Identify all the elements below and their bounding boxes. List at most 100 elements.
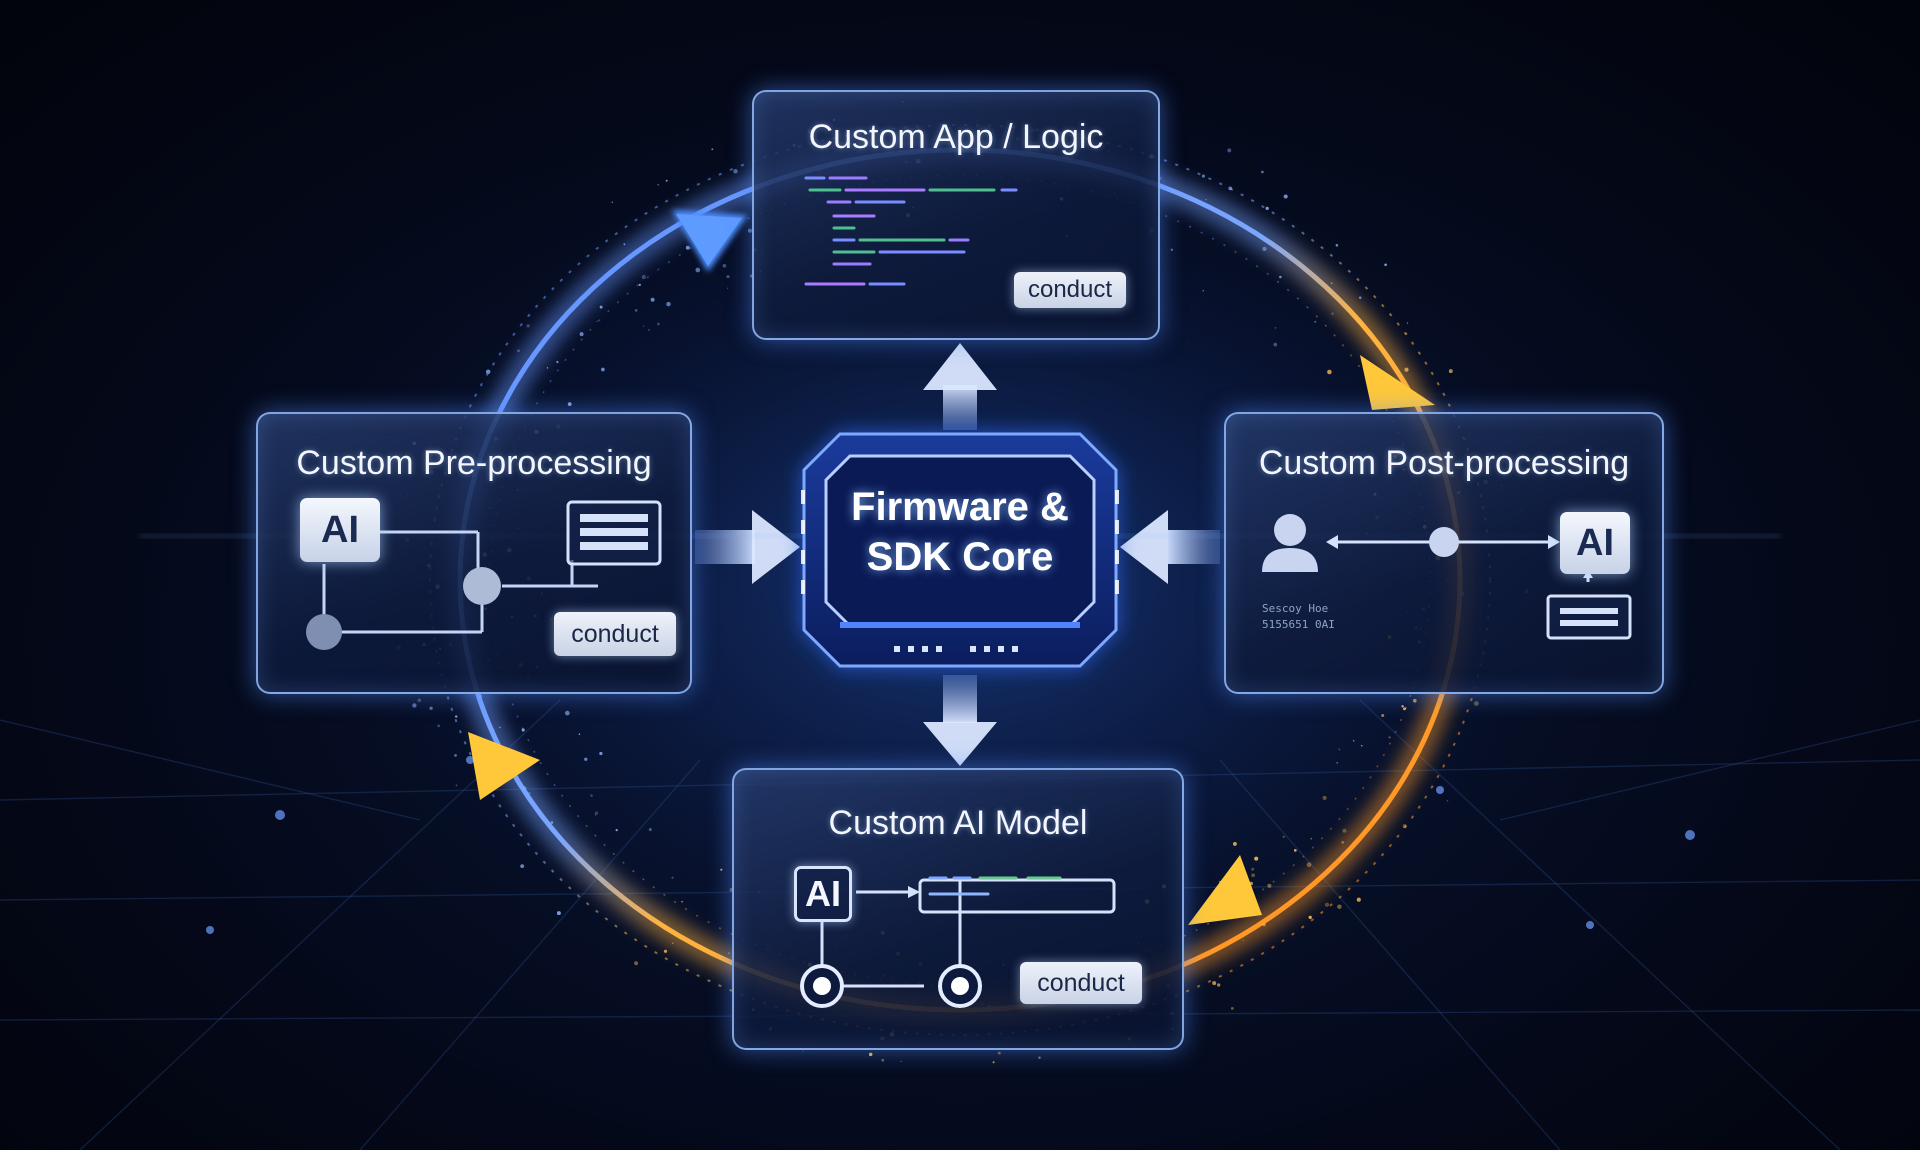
particle: [1381, 714, 1385, 717]
particle: [437, 724, 441, 728]
particle: [733, 169, 738, 174]
particle: [1402, 824, 1407, 829]
particle: [1327, 369, 1332, 375]
particle: [665, 179, 668, 182]
particle: [485, 369, 491, 374]
core-title-line1: Firmware &: [851, 485, 1069, 529]
particle: [1242, 939, 1244, 942]
particle: [1336, 762, 1339, 764]
grid-nodes: [206, 756, 1695, 934]
particle: [556, 360, 559, 364]
ai-badge: AI: [1560, 512, 1630, 574]
particle: [722, 263, 727, 268]
progress-bar-icon: [918, 878, 1116, 914]
particle: [992, 1061, 995, 1064]
particle: [1201, 174, 1205, 178]
particle: [1446, 800, 1449, 802]
particle: [615, 828, 618, 832]
particle: [1283, 250, 1287, 254]
particle: [1324, 902, 1330, 907]
particle: [1262, 246, 1267, 251]
ai-badge: AI: [300, 498, 380, 562]
particle: [1401, 705, 1404, 708]
pre-processing-graph: [306, 500, 662, 650]
particle: [521, 728, 525, 732]
ai-badge: AI: [794, 866, 852, 922]
panel-title: Custom Post-processing: [1258, 444, 1630, 482]
particle: [1202, 290, 1204, 292]
cycle-arrow-bottom-left-icon: [468, 732, 540, 800]
particle: [638, 283, 641, 287]
particle: [1267, 883, 1272, 888]
particle: [642, 325, 645, 327]
node-icon: [800, 964, 844, 1008]
particle: [641, 274, 646, 280]
firmware-sdk-core: Firmware & SDK Core: [800, 430, 1120, 670]
particle: [1356, 897, 1361, 902]
panel-title: Custom App / Logic: [808, 118, 1104, 156]
particle: [1251, 873, 1255, 878]
conduct-chip: conduct: [1014, 272, 1126, 308]
ai-model-panel: Custom AI Model: [732, 768, 1184, 1050]
particle: [671, 942, 674, 945]
particle: [695, 267, 701, 273]
particle: [477, 694, 483, 699]
core-title-line2: SDK Core: [866, 535, 1054, 579]
app-logic-panel: Custom App / Logic: [752, 90, 1160, 340]
particle: [1230, 1007, 1234, 1010]
particle: [1474, 701, 1479, 706]
particle: [802, 1050, 804, 1052]
particle: [1404, 367, 1409, 372]
post-processing-panel: Custom Post-processing AI Sescoy Hoe 515…: [1224, 412, 1664, 694]
particle: [711, 148, 714, 151]
particle: [596, 320, 598, 322]
particle: [1273, 342, 1278, 347]
panel-title: Custom AI Model: [828, 804, 1088, 842]
particle: [997, 1051, 1001, 1055]
user-icon: [1262, 514, 1318, 572]
chip-icon: [800, 430, 1120, 670]
particle: [1279, 275, 1282, 279]
cycle-arrow-top-right-icon: [1360, 355, 1435, 410]
particle: [671, 876, 674, 879]
particle: [720, 868, 723, 871]
particle: [601, 367, 605, 372]
particle: [1038, 1056, 1041, 1059]
particle: [584, 757, 588, 761]
particle: [881, 1058, 885, 1062]
particle: [1265, 206, 1269, 211]
particle: [1170, 248, 1174, 252]
particle: [564, 710, 570, 716]
node-icon: [463, 567, 501, 605]
particle: [623, 243, 626, 246]
particle: [455, 784, 458, 787]
particle: [648, 329, 650, 331]
particle: [1448, 369, 1453, 374]
particle: [556, 911, 561, 916]
post-processing-graph: [1262, 514, 1632, 640]
particle: [550, 821, 554, 824]
particle: [1338, 748, 1341, 751]
particle: [1228, 186, 1233, 191]
node-icon: [306, 614, 342, 650]
particle: [454, 715, 458, 718]
particle: [522, 786, 527, 790]
caption-line: 5155651 0AI: [1262, 618, 1335, 631]
particle: [657, 322, 660, 326]
particle: [528, 792, 531, 795]
particle: [499, 726, 501, 729]
particle: [1293, 849, 1297, 852]
particle: [1282, 835, 1285, 838]
particle: [648, 828, 652, 832]
particle: [1283, 194, 1288, 199]
flow-arrow-down-icon: [923, 675, 997, 766]
pre-processing-panel: Custom Pre-processing AI conduct: [256, 412, 692, 694]
particle: [1254, 856, 1259, 861]
particle: [520, 864, 525, 869]
particle: [417, 698, 422, 703]
document-lines-icon: [566, 500, 662, 566]
particle: [1274, 327, 1277, 329]
particle: [1335, 244, 1339, 247]
particle: [1261, 170, 1264, 174]
